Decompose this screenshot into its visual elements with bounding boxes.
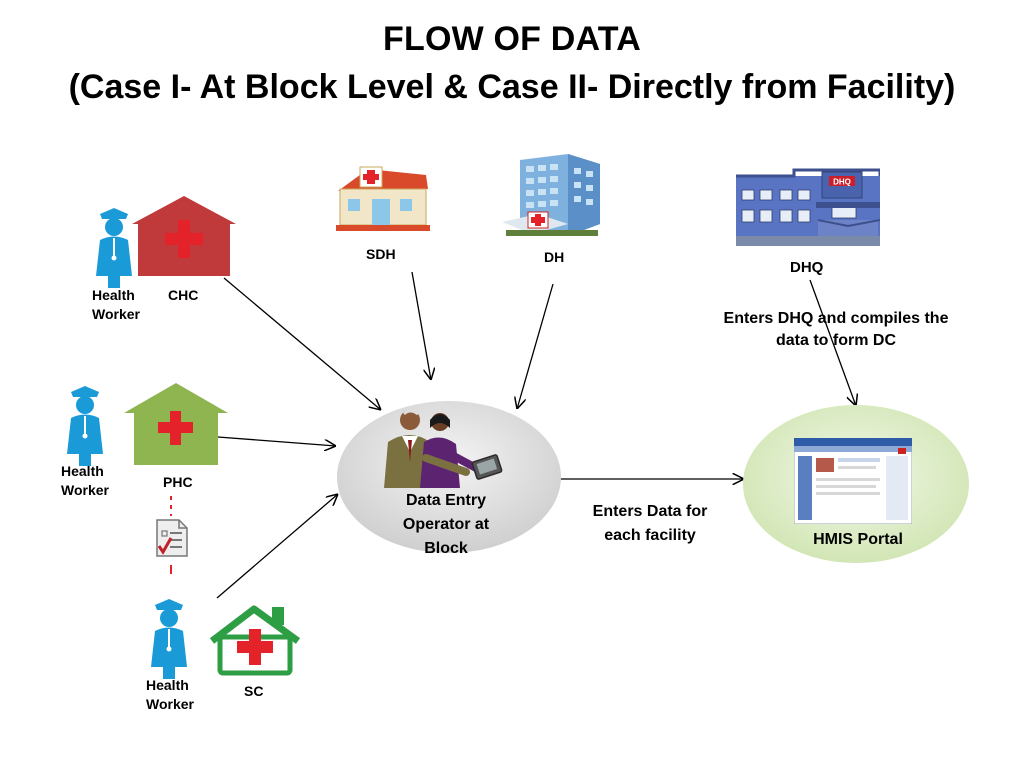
sdh-building-icon	[336, 166, 430, 231]
hmis-portal-screenshot	[794, 438, 912, 524]
sc-building-icon	[209, 605, 301, 676]
dh-label: DH	[544, 249, 565, 265]
dh-building-icon	[502, 154, 600, 236]
entry-note: Enters Data for each facility	[592, 503, 708, 544]
dhq-label: DHQ	[790, 259, 824, 276]
phc-building-icon	[124, 383, 228, 465]
sc-label: SC	[244, 683, 264, 699]
phc-health-worker-label: Health Worker	[61, 463, 109, 498]
chc-label: CHC	[168, 287, 199, 303]
health-worker-icon	[151, 599, 187, 679]
phc-label: PHC	[163, 474, 193, 490]
hmis-portal-label: HMIS Portal	[813, 531, 903, 548]
checklist-icon	[156, 519, 188, 557]
page-title: FLOW OF DATA	[383, 20, 641, 58]
arrow-sc-to-operator	[216, 494, 338, 599]
arrow-phc-to-operator	[217, 436, 336, 446]
health-worker-icon	[96, 208, 132, 288]
page-subtitle: (Case I- At Block Level & Case II- Direc…	[68, 68, 956, 106]
arrow-chc-to-operator	[223, 277, 381, 410]
chc-building-icon	[132, 196, 236, 276]
health-worker-icon	[67, 386, 103, 466]
operator-label: Data Entry Operator at Block	[402, 492, 490, 557]
operators-people-icon	[384, 409, 503, 488]
sc-health-worker-label: Health Worker	[146, 677, 194, 712]
dhq-compile-note: Enters DHQ and compiles the data to form…	[723, 310, 949, 349]
dhq-sign-text: DHQ	[833, 178, 851, 187]
dhq-building-photo: DHQ	[736, 162, 880, 246]
arrow-dh-to-operator	[517, 283, 554, 409]
chc-health-worker-label: Health Worker	[92, 287, 140, 322]
arrow-dhq-to-portal	[809, 279, 856, 406]
sdh-label: SDH	[366, 246, 396, 262]
arrow-sdh-to-operator	[411, 271, 431, 380]
